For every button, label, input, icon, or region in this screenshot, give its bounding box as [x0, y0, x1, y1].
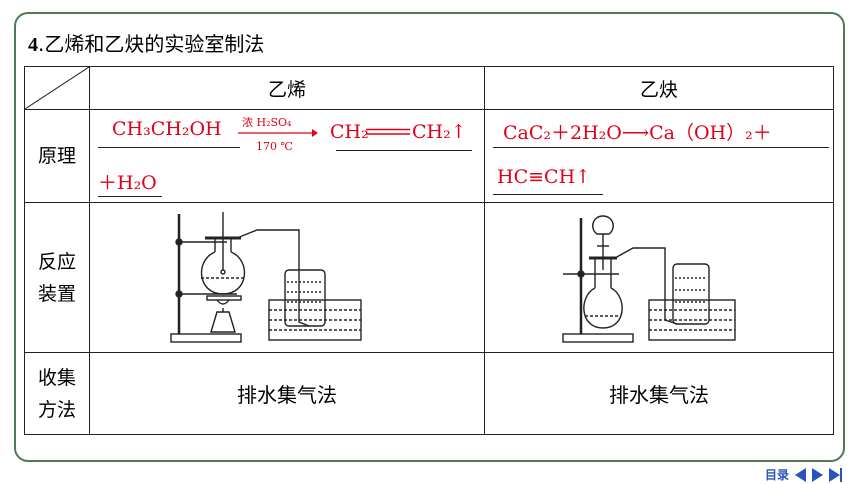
delivery-tube — [236, 228, 310, 327]
collecting-bottle — [672, 262, 710, 325]
acetylene-equation-line1: CaC₂＋2H₂O⟶Ca（OH）₂＋ — [503, 122, 772, 144]
ethylene-right: CH₂↑ — [412, 121, 467, 143]
collection-row: 收集 方法 排水集气法 排水集气法 — [24, 352, 834, 435]
ethylene-apparatus-cell — [89, 202, 485, 353]
apparatus-label: 反应 装置 — [24, 202, 90, 353]
ethanol-formula: CH₃CH₂OH — [112, 118, 222, 140]
acetylene-equation-line2: HC≡CH↑ — [497, 166, 592, 188]
principle-row: 原理 CH₃CH₂OH 浓 H₂SO₄ 170 ℃ CH₂ CH₂↑ ＋H₂O — [24, 109, 834, 203]
header-ethylene: 乙烯 — [89, 66, 485, 110]
reaction-arrow — [238, 129, 318, 137]
acetylene-apparatus-cell — [484, 202, 834, 353]
answer-blank — [336, 150, 472, 151]
next-icon[interactable] — [812, 467, 823, 482]
alcohol-lamp — [210, 310, 236, 333]
table-header-row: 乙烯 乙炔 — [24, 66, 834, 110]
principle-label: 原理 — [24, 109, 90, 203]
previous-icon[interactable] — [795, 467, 806, 482]
answer-blank — [98, 147, 240, 148]
slide-navigation: 目录 — [765, 466, 842, 483]
last-slide-icon[interactable] — [829, 467, 842, 482]
ethylene-principle-cell: CH₃CH₂OH 浓 H₂SO₄ 170 ℃ CH₂ CH₂↑ ＋H₂O — [89, 109, 485, 203]
collection-label-line1: 收集 — [37, 366, 76, 389]
stand-base — [562, 332, 634, 343]
collection-label: 收集 方法 — [24, 352, 90, 435]
answer-blank — [493, 147, 829, 148]
answer-blank — [98, 196, 162, 197]
apparatus-row: 反应 装置 — [24, 202, 834, 353]
condition-acid: 浓 H₂SO₄ — [242, 116, 292, 129]
comparison-table: 乙烯 乙炔 原理 CH₃CH₂OH 浓 H₂SO₄ 170 ℃ CH₂ CH₂↑ — [24, 66, 834, 435]
header-acetylene: 乙炔 — [484, 66, 834, 110]
delivery-tube — [614, 246, 678, 325]
acetylene-principle-cell: CaC₂＋2H₂O⟶Ca（OH）₂＋ HC≡CH↑ — [484, 109, 834, 203]
ethylene-left: CH₂ — [330, 121, 369, 143]
corner-cell — [24, 66, 90, 110]
separatory-funnel — [592, 214, 614, 235]
answer-blank — [493, 194, 603, 195]
section-title: 4.乙烯和乙炔的实验室制法 — [28, 28, 264, 57]
toc-link[interactable]: 目录 — [764, 468, 789, 482]
flask — [583, 286, 623, 329]
ethylene-apparatus-diagram — [170, 211, 362, 343]
wire-gauze — [206, 294, 242, 301]
collecting-bottle — [284, 268, 326, 327]
acetylene-collection-method: 排水集气法 — [484, 352, 834, 435]
section-number: 4 — [28, 34, 38, 56]
diagonal-line — [25, 67, 89, 109]
ethylene-collection-method: 排水集气法 — [89, 352, 485, 435]
round-flask — [200, 250, 246, 295]
apparatus-label-line2: 装置 — [37, 282, 76, 305]
water-byproduct: ＋H₂O — [98, 172, 157, 194]
condition-temperature: 170 ℃ — [256, 140, 293, 153]
double-bond — [366, 128, 410, 135]
stand-base — [170, 332, 242, 343]
apparatus-label-line1: 反应 — [37, 250, 76, 273]
acetylene-apparatus-diagram — [562, 214, 736, 343]
section-title-text: .乙烯和乙炔的实验室制法 — [38, 32, 265, 56]
collection-label-line2: 方法 — [37, 398, 76, 421]
